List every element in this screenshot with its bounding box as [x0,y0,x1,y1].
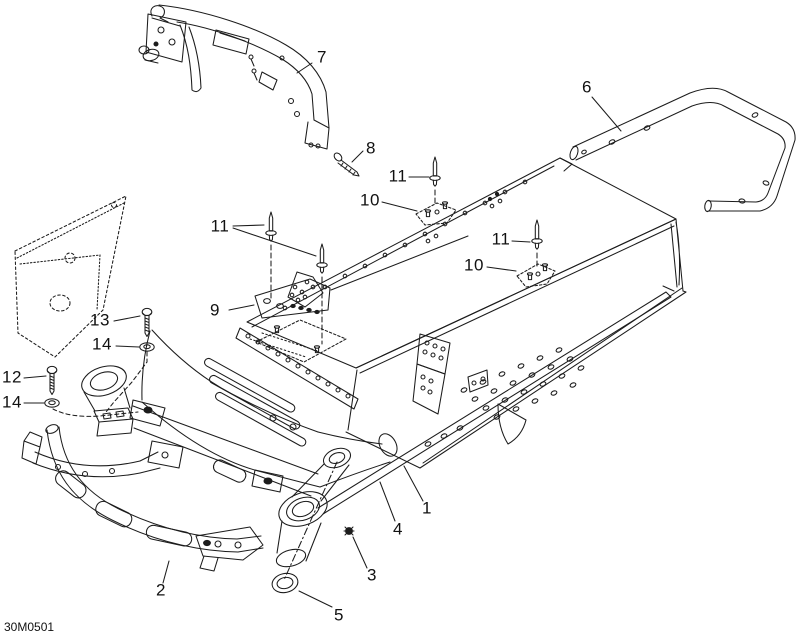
part-4-support-rod [318,286,674,514]
part-7-support-bracket [139,5,329,149]
part-5-ring [270,571,299,595]
part-11-rivets [265,156,543,344]
part-14-washer-lower [44,398,60,408]
part-3-nut [344,527,354,535]
part-10-plates [250,201,555,362]
part-1-frame-tunnel [22,158,686,496]
reference-panel-dashed [15,196,126,357]
callout-leader-lines [24,63,621,607]
lower-bearing-assembly [274,445,353,580]
part-12-screw [46,365,58,396]
fastener-center-lines [53,352,147,416]
part-9-bracket [255,272,330,318]
part-2-front-bumper [45,423,263,571]
part-13-screw [141,307,153,338]
part-6-rear-tube [568,88,795,212]
part-8-screw [333,152,359,176]
part-code: 30M0501 [4,620,55,634]
